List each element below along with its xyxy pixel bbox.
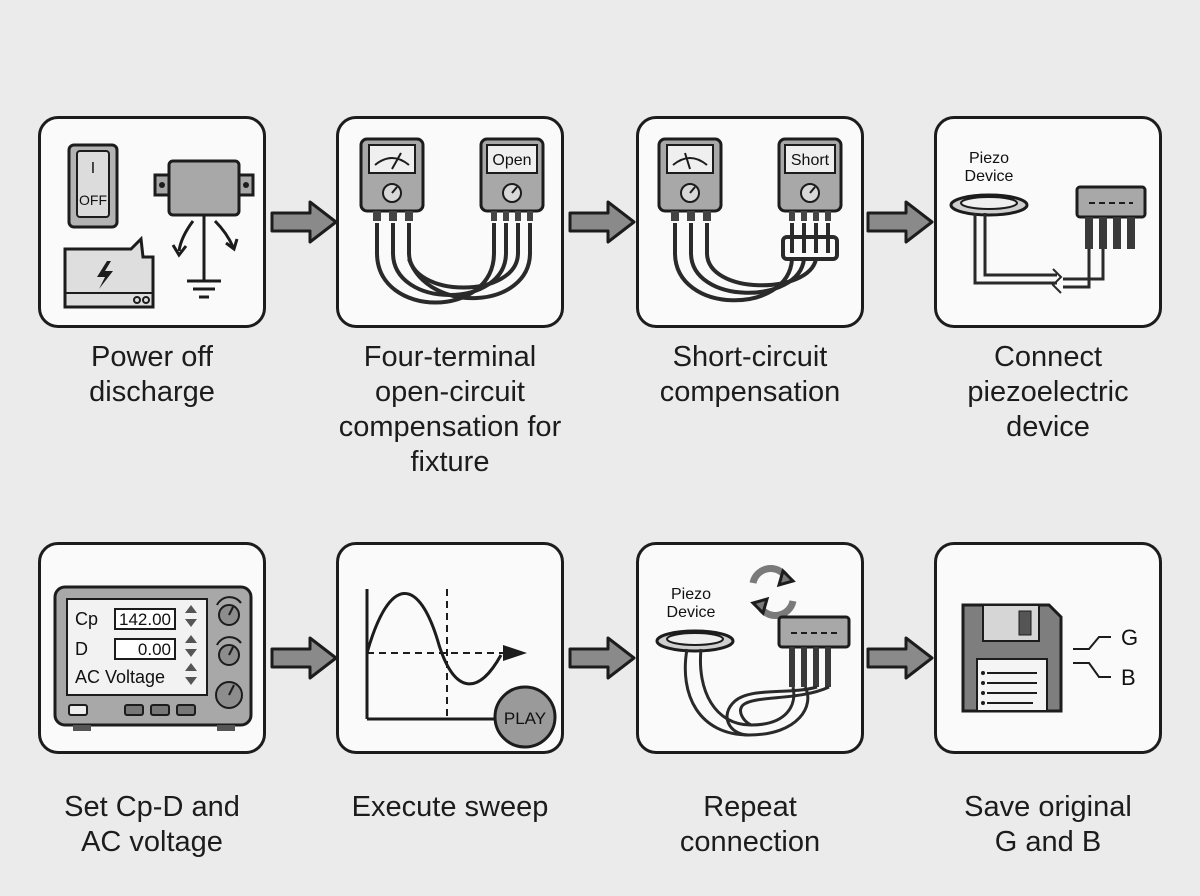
arrow-7-icon (866, 636, 934, 680)
step-5-label: Set Cp-D and AC voltage (64, 791, 240, 858)
repeat-connection-illustration: Piezo Device (655, 565, 851, 737)
step-2-tile: Open (336, 116, 564, 328)
short-compensation-illustration: Short (657, 137, 843, 303)
short-text: Short (791, 152, 830, 169)
cp-name: Cp (75, 609, 98, 629)
cp-value: 142.00 (119, 610, 171, 629)
ac-voltage-name: AC Voltage (75, 667, 165, 687)
analog-meter-icon (359, 137, 425, 221)
arrow-6-icon (568, 636, 636, 680)
discharge-module-icon (153, 159, 255, 299)
spinner-arrows-icon (185, 605, 197, 685)
open-text: Open (492, 152, 531, 169)
step-1-tile: I OFF (38, 116, 266, 328)
sweep-illustration: PLAY (365, 589, 557, 749)
arrow-3-icon (866, 200, 934, 244)
step-8-label: Save original G and B (964, 791, 1132, 858)
output-lines-icon (1073, 636, 1111, 678)
piezo-disc-icon (949, 193, 1029, 217)
analog-meter-icon (657, 137, 723, 221)
switch-off-text: OFF (79, 192, 107, 208)
step-7-label: Repeat connection (679, 791, 821, 858)
arrow-2-icon (568, 200, 636, 244)
short-meter-icon: Short (777, 137, 843, 221)
open-meter-icon: Open (479, 137, 545, 221)
save-illustration: G B (961, 603, 1138, 713)
arrow-5-icon (270, 636, 338, 680)
step-6-tile: PLAY (336, 542, 564, 754)
wires-icon (973, 213, 1105, 294)
step-3-tile: Short (636, 116, 864, 328)
knobs-icon (215, 604, 243, 709)
step-7-tile: Piezo Device (636, 542, 864, 754)
step-5-tile: Cp 142.00 D 0.00 AC Voltage (38, 542, 266, 754)
piezo-disc-icon (655, 629, 735, 653)
sweep-arrowhead-icon (503, 645, 527, 661)
device-lightning-icon (63, 235, 155, 309)
output-g: G (1121, 625, 1138, 650)
step-1-label: Power off discharge (89, 341, 215, 408)
power-off-illustration: I OFF (63, 143, 255, 309)
coiled-cable-icon (683, 648, 830, 737)
step-3-label: Short-circuit compensation (659, 341, 841, 408)
refresh-icon (749, 565, 797, 619)
step-6-label: Execute sweep (351, 791, 549, 823)
step-8-tile: G B (934, 542, 1162, 754)
instrument-settings-illustration: Cp 142.00 D 0.00 AC Voltage (53, 585, 253, 731)
switch-on-text: I (91, 160, 95, 177)
step-4-label: Connect piezoelectric device (967, 341, 1129, 443)
play-button: PLAY (493, 685, 557, 749)
device-label: Device (667, 604, 716, 621)
arrow-1-icon (270, 200, 338, 244)
connect-device-illustration: Piezo Device (949, 150, 1147, 294)
cables-icon (375, 223, 532, 305)
output-b: B (1121, 665, 1136, 690)
power-switch-icon: I OFF (67, 143, 119, 229)
front-buttons-icon (68, 704, 196, 716)
device-label: Device (965, 168, 1014, 185)
play-text: PLAY (504, 709, 546, 728)
piezo-label: Piezo (969, 150, 1009, 167)
open-compensation-illustration: Open (359, 137, 545, 305)
floppy-disk-icon (961, 603, 1063, 713)
step-4-tile: Piezo Device (934, 116, 1162, 328)
d-value: 0.00 (138, 640, 171, 659)
piezo-label: Piezo (671, 586, 711, 603)
fixture-icon (777, 615, 851, 687)
d-name: D (75, 639, 88, 659)
fixture-icon (1075, 185, 1147, 249)
step-2-label: Four-terminal open-circuit compensation … (338, 341, 562, 478)
sweep-plot-icon (365, 589, 519, 721)
shorted-cables-icon (673, 223, 839, 303)
